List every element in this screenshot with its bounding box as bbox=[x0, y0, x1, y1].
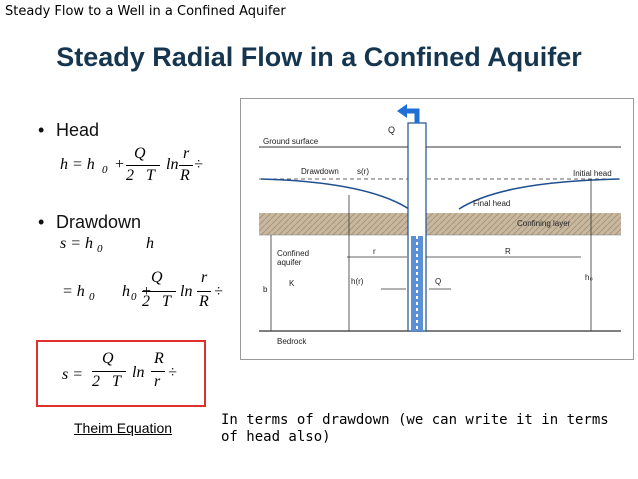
eq-theim-ln: ln bbox=[132, 364, 145, 381]
drawdown-cone bbox=[260, 178, 620, 210]
label-ground-surface: Ground surface bbox=[263, 137, 319, 146]
label-r: r bbox=[373, 247, 376, 256]
aquifer-diagram-svg bbox=[259, 104, 621, 332]
eq-head-sub: 0 bbox=[102, 164, 108, 176]
eq-dd2-sub2: 0 bbox=[131, 291, 137, 303]
label-K: K bbox=[289, 279, 295, 288]
eq-theim-R: R bbox=[154, 350, 164, 367]
eq-dd2-h0: h bbox=[122, 283, 130, 300]
equation-drawdown-2: = h 0 h 0 + Q 2 T ln r R ÷ bbox=[62, 266, 232, 316]
eq-head-lhs: h = h bbox=[60, 156, 95, 173]
slide-header-label: Steady Flow to a Well in a Confined Aqui… bbox=[5, 4, 286, 19]
bullet-head-label: Head bbox=[56, 120, 100, 140]
eq-theim-T: T bbox=[112, 373, 121, 390]
label-Q-mid: Q bbox=[435, 277, 442, 286]
eq-dd2-T: T bbox=[162, 293, 171, 310]
eq-dd1-lhs: s = h bbox=[60, 235, 94, 252]
slide-title: Steady Radial Flow in a Confined Aquifer bbox=[56, 42, 582, 72]
eq-theim-fracline2 bbox=[151, 371, 165, 372]
eq-head-plus: + bbox=[114, 156, 125, 173]
label-h-r: h(r) bbox=[351, 277, 364, 286]
eq-theim-div: ÷ bbox=[168, 364, 177, 381]
label-final-head: Final head bbox=[473, 199, 511, 208]
discharge-arrowhead bbox=[397, 104, 407, 118]
bullet-drawdown-label: Drawdown bbox=[56, 212, 142, 232]
label-initial-head: Initial head bbox=[573, 169, 612, 178]
eq-dd2-Q: Q bbox=[151, 269, 163, 286]
aquifer-diagram: Ground surface Q Drawdown s(r) Initial h… bbox=[240, 98, 634, 360]
label-Q-top: Q bbox=[388, 125, 396, 135]
eq-theim-r: r bbox=[154, 373, 161, 390]
eq-dd2-two: 2 bbox=[142, 293, 150, 310]
eq-head-T: T bbox=[146, 167, 155, 184]
label-h0: h₀ bbox=[585, 273, 593, 282]
eq-dd2-ln: ln bbox=[180, 283, 193, 300]
eq-dd2-div: ÷ bbox=[214, 283, 223, 300]
eq-theim-Q: Q bbox=[102, 350, 114, 367]
bullet-drawdown: • Drawdown bbox=[38, 212, 141, 233]
eq-head-fracline2 bbox=[179, 165, 193, 166]
equation-drawdown-1: s = h 0 h bbox=[60, 235, 180, 259]
eq-dd1-sub: 0 bbox=[97, 243, 103, 255]
eq-theim-fracline bbox=[92, 371, 126, 372]
drawdown-note: In terms of drawdown (we can write it in… bbox=[221, 412, 609, 445]
eq-head-R: R bbox=[180, 167, 190, 184]
eq-theim-two: 2 bbox=[92, 373, 100, 390]
theim-equation-box: s = Q 2 T ln R r ÷ bbox=[36, 340, 206, 407]
label-b: b bbox=[263, 285, 268, 294]
well-screen bbox=[411, 236, 423, 331]
eq-dd2-R: R bbox=[199, 293, 209, 310]
bullet-dot: • bbox=[38, 212, 45, 232]
eq-head-two: 2 bbox=[126, 167, 134, 184]
eq-dd2-eq: = h bbox=[62, 283, 85, 300]
label-aquifer: aquifer bbox=[277, 258, 302, 267]
label-confined: Confined bbox=[277, 249, 310, 258]
eq-theim-lhs: s = bbox=[62, 366, 84, 383]
label-R: R bbox=[505, 247, 511, 256]
label-s-r: s(r) bbox=[357, 167, 369, 176]
eq-head-Q: Q bbox=[134, 145, 146, 162]
theim-equation-label: Theim Equation bbox=[74, 420, 173, 436]
discharge-arrow bbox=[405, 108, 420, 123]
eq-dd1-h: h bbox=[146, 235, 154, 252]
eq-head-r: r bbox=[183, 145, 190, 162]
eq-head-fracline bbox=[126, 165, 160, 166]
label-confining-layer: Confining layer bbox=[517, 219, 571, 228]
label-drawdown: Drawdown bbox=[301, 167, 339, 176]
eq-dd2-sub: 0 bbox=[89, 291, 95, 303]
bullet-head: • Head bbox=[38, 120, 99, 141]
eq-dd2-fracline2 bbox=[197, 291, 211, 292]
eq-head-div: ÷ bbox=[194, 156, 203, 173]
eq-dd2-fracline bbox=[142, 291, 176, 292]
eq-dd2-r: r bbox=[201, 269, 208, 286]
eq-head-ln: ln bbox=[166, 156, 179, 173]
label-bedrock: Bedrock bbox=[277, 337, 307, 346]
bullet-dot: • bbox=[38, 120, 45, 140]
confining-layer bbox=[259, 213, 621, 235]
equation-head: h = h 0 + Q 2 T ln r R ÷ bbox=[60, 144, 220, 194]
